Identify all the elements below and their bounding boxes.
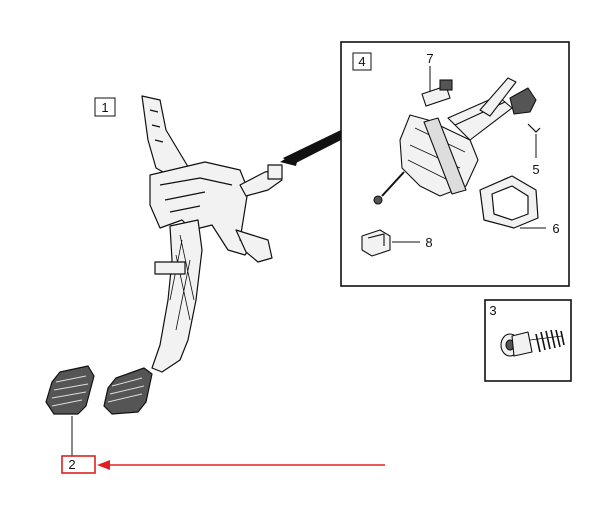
callout-label-1: 1 bbox=[101, 100, 108, 115]
callout-label-8: 8 bbox=[425, 235, 432, 250]
part-3-spring-assembly bbox=[500, 329, 565, 357]
master-cylinder bbox=[373, 77, 537, 205]
detail-pointer-arrow bbox=[280, 130, 341, 166]
part-7-component bbox=[421, 79, 453, 107]
pedal-pad-part bbox=[45, 365, 95, 415]
callout-box-4 bbox=[352, 52, 372, 71]
highlight-arrow-head bbox=[97, 460, 110, 470]
callout-label-6: 6 bbox=[552, 221, 559, 236]
callout-label-2: 2 bbox=[68, 457, 75, 472]
callout-label-5: 5 bbox=[532, 162, 539, 177]
pedal-box-assembly bbox=[103, 95, 283, 415]
callout-label-4: 4 bbox=[358, 54, 365, 69]
callout-box-2-highlight bbox=[61, 455, 96, 474]
callout-box-1 bbox=[94, 97, 116, 117]
part-8-bracket bbox=[361, 229, 391, 257]
callout-label-3: 3 bbox=[489, 303, 496, 318]
part-5-clip bbox=[527, 123, 541, 133]
callout-label-7: 7 bbox=[426, 51, 433, 66]
part-6-gasket bbox=[479, 175, 539, 229]
